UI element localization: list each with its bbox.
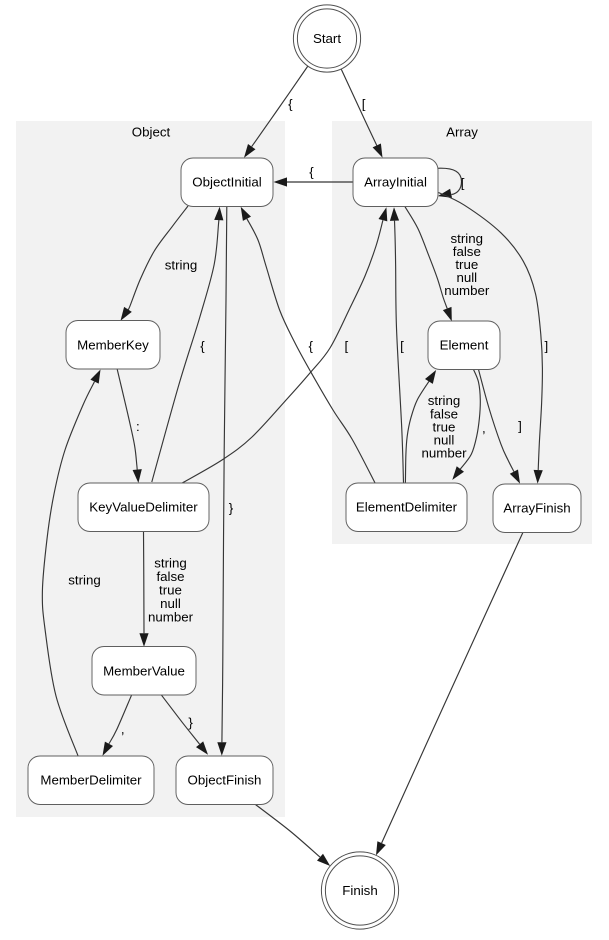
svg-text:string: string bbox=[451, 231, 484, 246]
svg-text:[: [ bbox=[400, 339, 404, 354]
svg-text:MemberDelimiter: MemberDelimiter bbox=[40, 773, 142, 788]
svg-text:string: string bbox=[68, 573, 101, 588]
svg-text:string: string bbox=[154, 555, 187, 570]
svg-text:string: string bbox=[428, 393, 461, 408]
svg-text:ObjectFinish: ObjectFinish bbox=[188, 773, 262, 788]
svg-text:Finish: Finish bbox=[342, 883, 377, 898]
svg-text:false: false bbox=[453, 244, 481, 259]
svg-text:Element: Element bbox=[440, 338, 489, 353]
svg-text:[: [ bbox=[362, 97, 366, 112]
svg-text:[: [ bbox=[461, 176, 465, 191]
svg-text::: : bbox=[136, 419, 140, 434]
svg-text:number: number bbox=[421, 446, 467, 461]
svg-text:true: true bbox=[455, 257, 478, 272]
svg-text:,: , bbox=[482, 421, 486, 436]
svg-text:ObjectInitial: ObjectInitial bbox=[192, 175, 262, 190]
svg-text:Start: Start bbox=[313, 31, 341, 46]
svg-text:Array: Array bbox=[446, 125, 478, 140]
svg-text:true: true bbox=[159, 582, 182, 597]
svg-text:{: { bbox=[308, 339, 313, 354]
svg-text:{: { bbox=[309, 165, 314, 180]
svg-text:{: { bbox=[200, 339, 205, 354]
svg-text:]: ] bbox=[544, 339, 548, 354]
svg-text:ArrayFinish: ArrayFinish bbox=[503, 501, 570, 516]
svg-text:ElementDelimiter: ElementDelimiter bbox=[356, 500, 458, 515]
svg-text:null: null bbox=[160, 596, 181, 611]
svg-text:KeyValueDelimiter: KeyValueDelimiter bbox=[89, 500, 198, 515]
svg-text:}: } bbox=[188, 715, 193, 730]
svg-text:number: number bbox=[148, 609, 194, 624]
svg-text:null: null bbox=[434, 433, 455, 448]
svg-text:]: ] bbox=[518, 419, 522, 434]
svg-text:true: true bbox=[433, 419, 456, 434]
svg-text:false: false bbox=[430, 406, 458, 421]
svg-text:ArrayInitial: ArrayInitial bbox=[364, 175, 427, 190]
svg-text:{: { bbox=[288, 97, 293, 112]
svg-text:number: number bbox=[444, 283, 490, 298]
svg-text:,: , bbox=[121, 722, 125, 737]
svg-text:MemberKey: MemberKey bbox=[77, 337, 149, 352]
svg-text:[: [ bbox=[344, 339, 348, 354]
svg-text:false: false bbox=[156, 569, 184, 584]
svg-text:}: } bbox=[229, 500, 234, 515]
svg-text:string: string bbox=[165, 258, 198, 273]
svg-text:MemberValue: MemberValue bbox=[103, 663, 185, 678]
svg-text:null: null bbox=[456, 270, 477, 285]
svg-text:Object: Object bbox=[132, 124, 171, 139]
